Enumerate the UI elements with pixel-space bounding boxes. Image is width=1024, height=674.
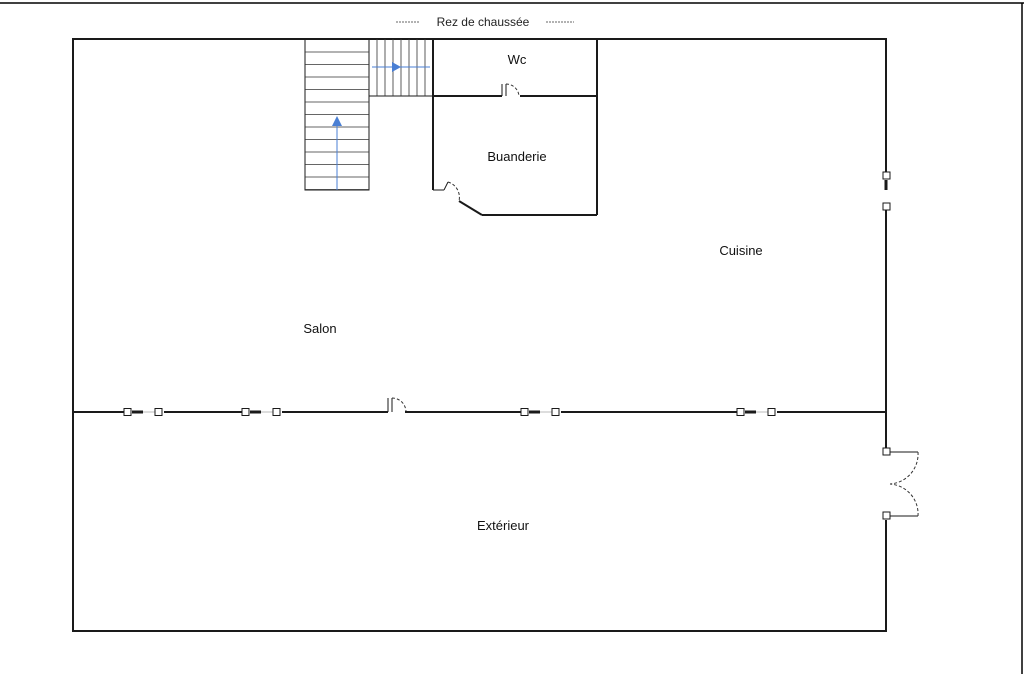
right-wall-window	[882, 171, 891, 211]
room-label-exterieur: Extérieur	[477, 518, 530, 533]
window	[241, 408, 282, 417]
buanderie-room	[432, 96, 598, 216]
stair-up-arrow-icon	[332, 116, 342, 126]
window	[520, 408, 561, 417]
plan-title-text: Rez de chaussée	[437, 15, 530, 29]
right-wall-double-door	[880, 447, 919, 580]
staircase	[304, 38, 434, 191]
room-label-buanderie: Buanderie	[487, 149, 546, 164]
window	[123, 408, 164, 417]
wc-room	[432, 39, 598, 97]
stair-right-arrow-icon	[392, 62, 401, 72]
window-row	[123, 408, 777, 417]
room-label-cuisine: Cuisine	[719, 243, 762, 258]
middle-wall-door	[387, 397, 408, 414]
room-label-wc: Wc	[508, 52, 527, 67]
room-label-salon: Salon	[303, 321, 336, 336]
window	[736, 408, 777, 417]
plan-title: Rez de chaussée	[396, 15, 574, 29]
outer-walls	[72, 38, 887, 632]
